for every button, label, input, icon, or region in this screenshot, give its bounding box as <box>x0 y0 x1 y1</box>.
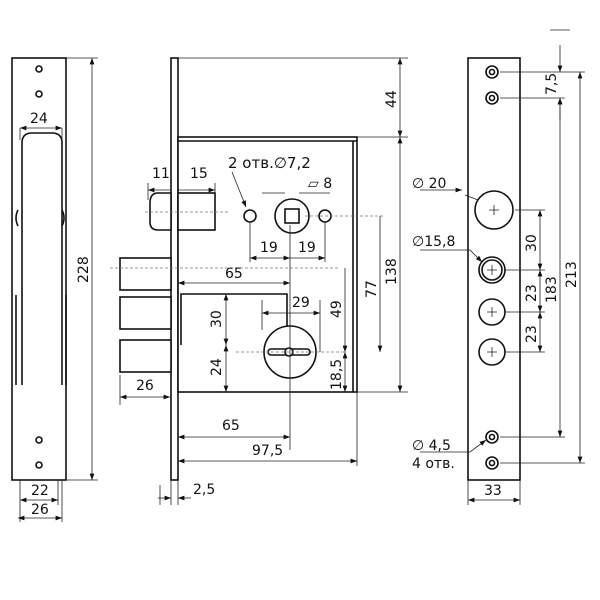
dim-2-5: 2,5 <box>193 482 215 498</box>
dim-22: 22 <box>31 483 49 499</box>
holes-note: 2 отв.∅7,2 <box>228 154 311 172</box>
dim-33: 33 <box>484 483 502 499</box>
dim-11: 11 <box>152 166 170 182</box>
front-view-lock-body: 11 15 2 отв.∅7,2 ⏥ 8 19 19 65 29 30 24 2… <box>110 57 408 505</box>
dim-65-top: 65 <box>225 266 243 282</box>
dim-65-bottom: 65 <box>222 418 240 434</box>
dim-228: 228 <box>76 256 92 283</box>
dim-26-bolt: 26 <box>136 378 154 394</box>
dim-23-a: 23 <box>524 284 540 302</box>
dia-20: ∅ 20 <box>412 176 446 192</box>
dim-44: 44 <box>384 90 400 108</box>
dim-97-5: 97,5 <box>252 443 283 459</box>
dim-30-right: 30 <box>524 234 540 252</box>
dim-30: 30 <box>209 310 225 328</box>
dim-19-right: 19 <box>298 240 316 256</box>
mount-count: 4 отв. <box>412 456 455 472</box>
dim-138: 138 <box>384 258 400 285</box>
dim-19-left: 19 <box>260 240 278 256</box>
dim-24: 24 <box>30 111 48 127</box>
faceplate-view: ∅ 20 ∅15,8 30 23 23 183 213 7,5 ∅ 4,5 4 … <box>412 29 585 505</box>
side-view-strike-plate: 24 228 22 26 <box>11 57 98 522</box>
dim-213: 213 <box>564 261 580 288</box>
dim-24-key: 24 <box>209 358 225 376</box>
dim-77: 77 <box>364 280 380 298</box>
dim-15: 15 <box>190 166 208 182</box>
dim-29: 29 <box>292 295 310 311</box>
dim-18-5: 18,5 <box>329 359 345 390</box>
dim-23-b: 23 <box>524 325 540 343</box>
dim-26: 26 <box>31 502 49 518</box>
dim-7-5: 7,5 <box>544 73 560 95</box>
dia-15-8: ∅15,8 <box>412 234 455 250</box>
dim-49: 49 <box>329 300 345 318</box>
dia-4-5: ∅ 4,5 <box>412 438 451 454</box>
square-note: ⏥ 8 <box>308 176 332 192</box>
dim-183: 183 <box>544 276 560 303</box>
